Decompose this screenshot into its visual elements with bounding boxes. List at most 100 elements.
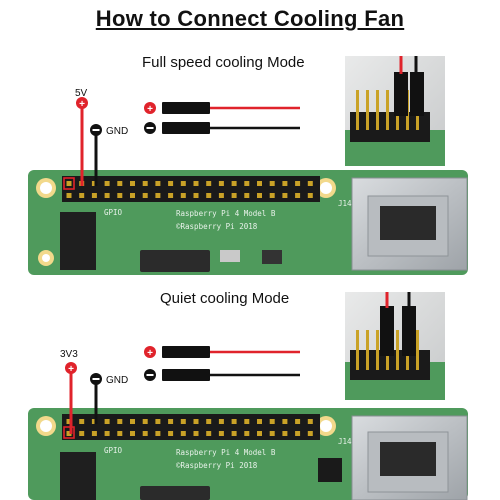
gpio-pin — [282, 193, 288, 198]
gpio-pin — [269, 419, 275, 424]
mode-title-quiet: Quiet cooling Mode — [160, 290, 290, 307]
gpio-pin — [206, 193, 212, 198]
gpio-pin — [218, 431, 224, 436]
gpio-pin — [307, 181, 313, 186]
gpio-pin — [244, 419, 250, 424]
svg-text:+: + — [68, 364, 74, 375]
board-copyright-text: ©Raspberry Pi 2018 — [176, 461, 258, 470]
gpio-pin — [168, 431, 174, 436]
gpio-pin — [295, 431, 301, 436]
j14-label: J14 — [338, 199, 352, 208]
gpio-pin — [168, 193, 174, 198]
gpio-pin — [307, 193, 313, 198]
gpio-pin — [155, 181, 161, 186]
gpio-pin — [244, 431, 250, 436]
pin-label-3v3: 3V3 — [60, 349, 78, 360]
wire-plus-icon — [144, 346, 156, 358]
gpio-pin — [79, 431, 85, 436]
svg-text:+: + — [147, 104, 153, 115]
gpio-pin — [155, 419, 161, 424]
gpio-pin — [180, 419, 186, 424]
gpio-pin — [218, 181, 224, 186]
gpio-pin — [117, 431, 123, 436]
svg-text:+: + — [147, 348, 153, 359]
gpio-pin — [257, 419, 262, 424]
gpio-pin — [91, 193, 97, 198]
gpio-pin — [269, 193, 275, 198]
plus-icon — [65, 362, 77, 374]
gpio-pin — [193, 431, 199, 436]
gpio-pin — [66, 419, 72, 424]
gpio-pin — [117, 419, 123, 424]
gpio-pin — [282, 181, 288, 186]
gpio-pin — [66, 431, 72, 436]
ethernet-port — [351, 415, 468, 500]
photo-inset-full-speed — [345, 56, 445, 166]
gpio-pin — [155, 431, 161, 436]
gpio-pin — [168, 181, 174, 186]
plus-icon — [76, 97, 88, 109]
gpio-pin — [231, 431, 237, 436]
mode-title-full-speed: Full speed cooling Mode — [142, 54, 305, 71]
pin-label-gnd: GND — [106, 126, 128, 137]
svg-text:+: + — [79, 99, 85, 110]
pin-label-5v: 5V — [75, 88, 88, 99]
gpio-pin — [130, 419, 135, 424]
gpio-pin — [206, 181, 212, 186]
gpio-pin — [155, 193, 161, 198]
gpio-pin — [206, 431, 212, 436]
gpio-pin — [231, 181, 237, 186]
gpio-pin — [307, 431, 313, 436]
gpio-pin — [218, 193, 224, 198]
pin-label-gnd: GND — [106, 375, 128, 386]
gpio-pin — [91, 419, 97, 424]
section-quiet: GPIO Raspberry Pi 4 Model B ©Raspberry P… — [28, 292, 468, 500]
gpio-pin — [257, 193, 262, 198]
gpio-header — [62, 414, 320, 440]
gpio-pin — [142, 181, 148, 186]
gpio-pin — [282, 431, 288, 436]
gpio-pin — [142, 431, 148, 436]
gpio-pin — [130, 193, 135, 198]
gpio-pin — [282, 419, 288, 424]
gpio-pin — [244, 181, 250, 186]
gpio-pin — [269, 431, 275, 436]
photo-inset-quiet — [345, 292, 445, 400]
section-full-speed: GPIO Raspberry Pi 4 Model B ©Raspberry P… — [28, 56, 468, 275]
gpio-pin — [168, 419, 174, 424]
fan-wire-negative — [144, 369, 300, 381]
gpio-pin — [206, 419, 212, 424]
gpio-pin — [244, 193, 250, 198]
gpio-pin — [231, 193, 237, 198]
gpio-label: GPIO — [104, 208, 123, 217]
gpio-label: GPIO — [104, 446, 123, 455]
gpio-pin — [104, 193, 110, 198]
gpio-pin — [104, 181, 110, 186]
board-model-text: Raspberry Pi 4 Model B — [176, 209, 276, 218]
gpio-pin — [307, 419, 313, 424]
gpio-pin — [142, 419, 148, 424]
gpio-pin — [257, 181, 262, 186]
gpio-pin — [180, 181, 186, 186]
gpio-pin — [79, 419, 85, 424]
fan-wire-negative — [144, 122, 300, 134]
gpio-pin — [295, 181, 301, 186]
gpio-pin — [66, 181, 72, 186]
gpio-pin — [257, 431, 262, 436]
gpio-pin — [117, 193, 123, 198]
board-model-text: Raspberry Pi 4 Model B — [176, 448, 276, 457]
gpio-pin — [295, 193, 301, 198]
gpio-pin — [104, 419, 110, 424]
j14-label: J14 — [338, 437, 352, 446]
gpio-pin — [66, 193, 72, 198]
gpio-pin — [180, 193, 186, 198]
gpio-pin — [193, 419, 199, 424]
gpio-pin — [231, 419, 237, 424]
gpio-header — [62, 176, 320, 202]
gpio-pin — [79, 193, 85, 198]
gpio-pin — [130, 431, 135, 436]
ethernet-port — [351, 177, 468, 271]
page-title: How to Connect Cooling Fan — [95, 6, 405, 31]
gpio-pin — [180, 431, 186, 436]
